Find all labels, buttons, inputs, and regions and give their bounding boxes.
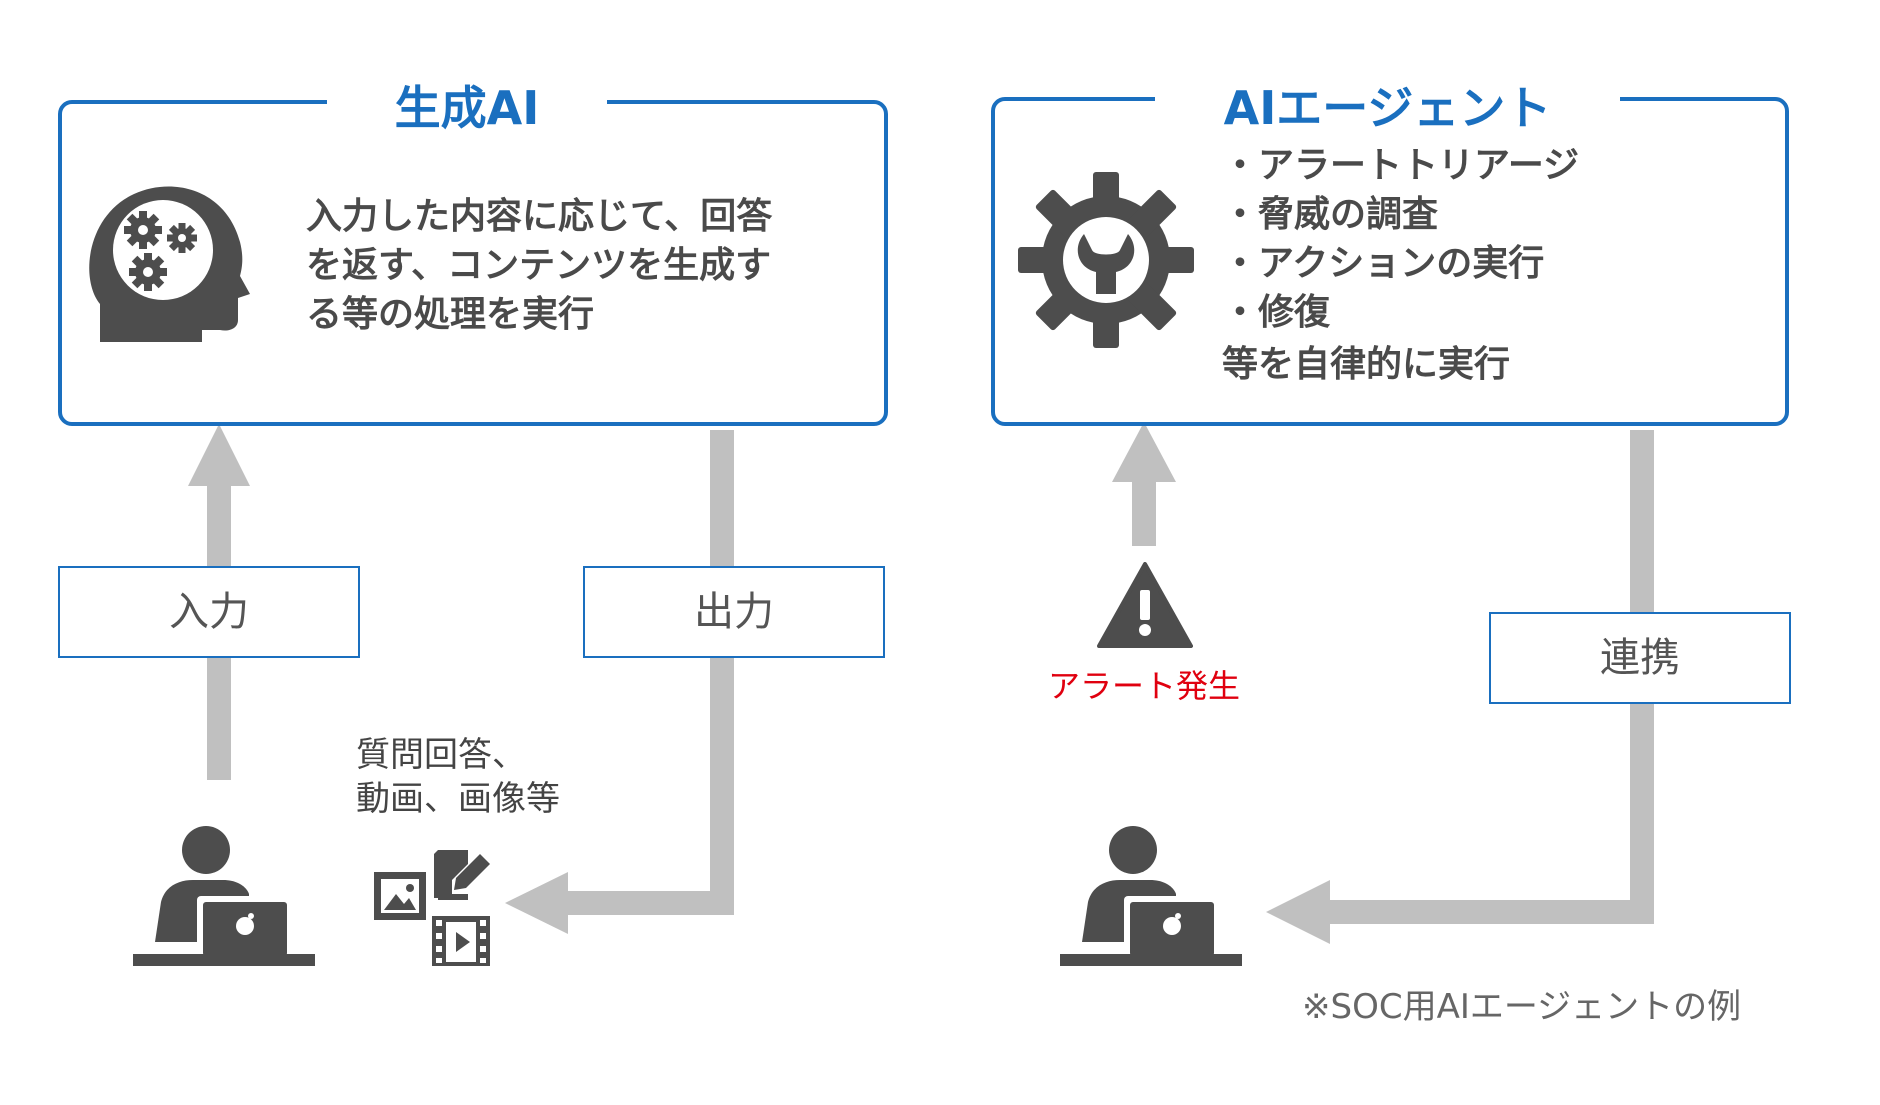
person-at-laptop-icon (1060, 826, 1242, 966)
ai-agent-title: AIエージェント (1155, 78, 1620, 138)
agent-task-suffix: 等を自律的に実行 (1222, 344, 1511, 385)
agent-task-item: ・脅威の調査 (1222, 194, 1439, 235)
link-label: 連携 (1489, 612, 1791, 704)
person-at-laptop-icon (133, 826, 315, 966)
media-content-icon (374, 850, 490, 966)
footnote: ※SOC用AIエージェントの例 (1302, 987, 1742, 1027)
generative-ai-description: 入力した内容に応じて、回答を返す、コンテンツを生成する等の処理を実行 (306, 192, 772, 339)
caption-line: 動画、画像等 (356, 779, 560, 819)
alert-label: アラート発生 (1048, 667, 1241, 705)
input-label: 入力 (58, 566, 360, 658)
output-arrow (505, 430, 734, 934)
image-icon (374, 872, 426, 920)
output-caption: 質問回答、動画、画像等 (356, 733, 560, 821)
agent-task-item: ・アクションの実行 (1222, 243, 1545, 284)
alert-arrow (1112, 422, 1176, 546)
head-with-gears-icon (89, 186, 250, 342)
edit-document-icon (434, 850, 490, 900)
description-line: る等の処理を実行 (306, 294, 595, 335)
output-label: 出力 (583, 566, 885, 658)
description-line: 入力した内容に応じて、回答 (306, 196, 773, 237)
description-line: を返す、コンテンツを生成す (306, 245, 772, 286)
agent-task-item: ・アラートトリアージ (1222, 145, 1580, 186)
video-icon (432, 916, 490, 966)
agent-task-item: ・修復 (1222, 292, 1331, 333)
agent-task-list: ・アラートトリアージ ・脅威の調査 ・アクションの実行 ・修復 (1222, 141, 1579, 337)
gear-wrench-icon (1018, 172, 1194, 348)
caption-line: 質問回答、 (356, 735, 526, 775)
link-arrow (1266, 430, 1654, 944)
warning-triangle-icon (1097, 562, 1193, 648)
generative-ai-title: 生成AI (327, 78, 607, 138)
